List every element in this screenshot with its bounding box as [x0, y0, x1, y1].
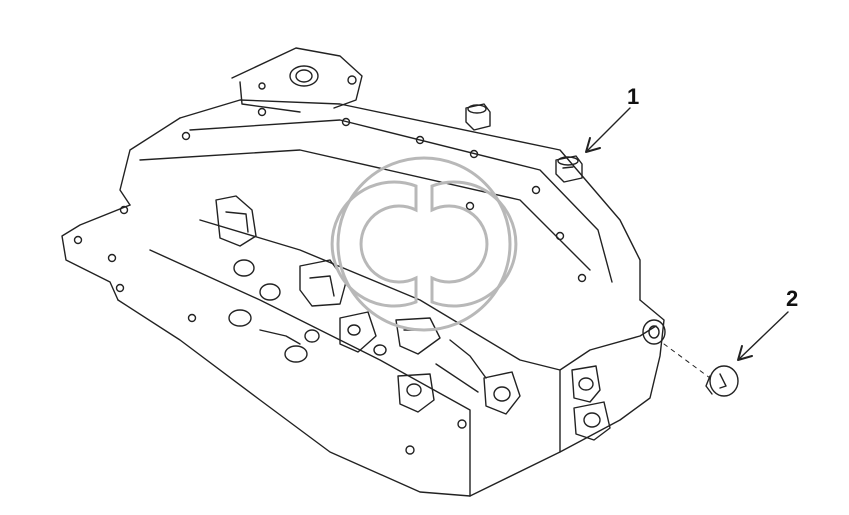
solenoid-valve-cluster — [215, 195, 521, 415]
plug-part-2 — [705, 365, 739, 397]
side-ports — [571, 319, 666, 441]
assembly-centerline — [663, 343, 711, 379]
watermark-logo-icon — [330, 156, 518, 332]
callout-label-1: 1 — [627, 84, 640, 109]
leader-arrow-2 — [737, 311, 789, 361]
callout-label-2: 2 — [786, 286, 799, 311]
plug-part-1 — [555, 155, 583, 183]
leader-arrow-1 — [585, 107, 631, 153]
valve-body-housing — [61, 47, 665, 497]
loose-plug — [465, 103, 491, 131]
